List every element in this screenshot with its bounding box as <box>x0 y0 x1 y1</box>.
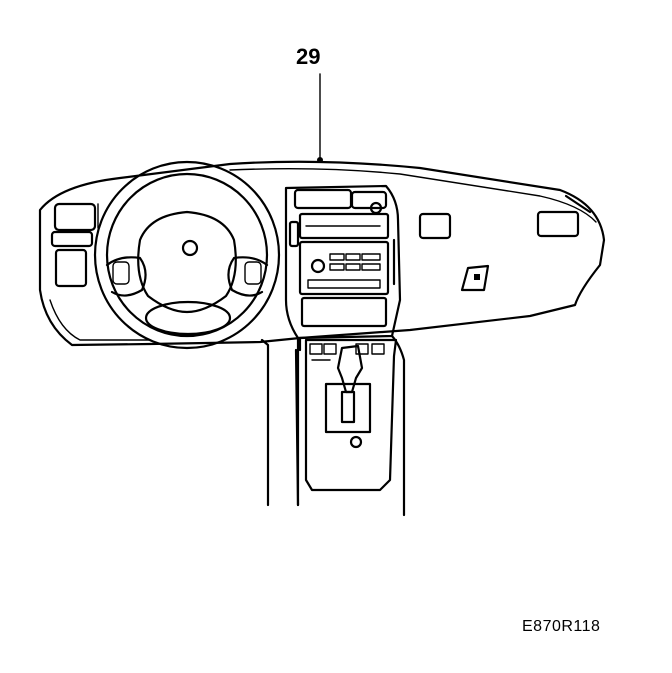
console-button <box>349 435 363 449</box>
dashboard-outline <box>38 160 606 347</box>
radio-knob <box>310 258 326 274</box>
radio-button-2 <box>345 253 361 261</box>
figure-id: E870R118 <box>522 618 601 635</box>
steering-wheel-lower-spoke <box>144 300 232 336</box>
display-panel <box>298 212 390 240</box>
console-switch-2 <box>323 343 337 355</box>
left-spoke-button <box>112 261 130 285</box>
console-panel <box>304 338 398 492</box>
steering-column <box>260 338 300 507</box>
radio-button-1 <box>329 253 345 261</box>
callout-number: 29 <box>296 44 321 69</box>
center-console-outline <box>296 334 406 517</box>
radio-button-3 <box>361 253 381 261</box>
steering-wheel-rim-inner <box>105 172 269 338</box>
radio-button-4 <box>329 263 345 271</box>
glovebox-latch <box>460 264 490 292</box>
steering-wheel-left-spoke <box>105 256 147 297</box>
center-left-switch <box>288 220 300 248</box>
gear-shift-gate <box>324 382 372 434</box>
right-vent <box>418 212 452 240</box>
left-vent-slot <box>50 230 94 248</box>
passenger-vent <box>536 210 580 238</box>
steering-wheel-emblem <box>181 239 199 257</box>
radio-cassette-slot <box>307 279 381 289</box>
center-stack-outline <box>284 184 402 340</box>
radio-unit <box>298 240 390 296</box>
steering-wheel-rim-outer <box>93 160 281 350</box>
climate-panel <box>300 296 388 328</box>
passenger-vent-edge <box>564 194 592 214</box>
radio-button-6 <box>361 263 381 271</box>
center-vent-left <box>293 188 353 210</box>
radio-button-5 <box>345 263 361 271</box>
steering-wheel-right-spoke <box>227 256 269 297</box>
left-switch-panel <box>54 248 88 288</box>
center-vent-right <box>350 190 388 210</box>
dashboard-lower-lip <box>49 299 151 341</box>
glovebox-latch-lock <box>474 274 480 280</box>
console-switch-3 <box>355 343 369 355</box>
steering-wheel-hub <box>137 210 237 314</box>
gear-shift-slot <box>340 390 356 424</box>
console-switch-4 <box>371 343 385 355</box>
dashboard-top-crease <box>229 167 597 223</box>
left-vent-upper <box>53 202 97 232</box>
right-spoke-button <box>244 261 262 285</box>
console-switch-1 <box>309 343 323 355</box>
